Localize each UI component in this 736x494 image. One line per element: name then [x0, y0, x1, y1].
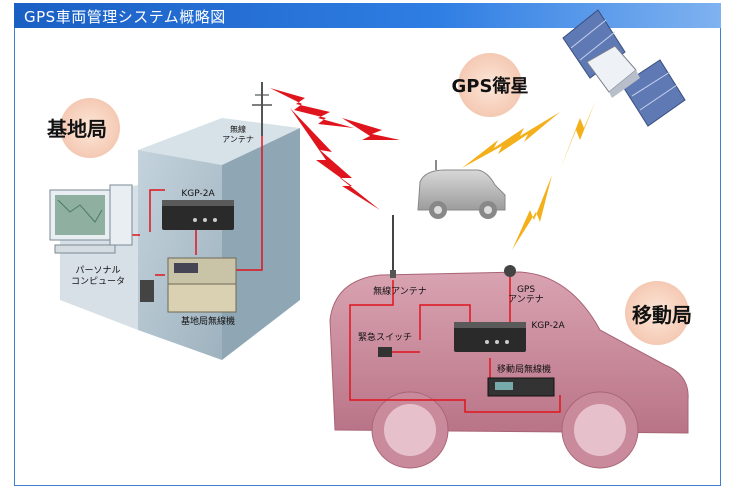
mobile-wireless-antenna-label: 無線アンテナ — [373, 285, 427, 297]
mobile-radio-device — [487, 377, 555, 397]
kgp-mobile-label: KGP-2A — [531, 321, 565, 331]
emergency-switch-label: 緊急スイッチ — [358, 331, 412, 343]
mobile-station-badge — [625, 281, 689, 345]
personal-computer — [49, 184, 133, 254]
kgp-base-device — [162, 200, 234, 230]
base-station-label: 基地局 — [47, 117, 107, 141]
gps-satellite-badge — [458, 53, 522, 117]
base-radio-device — [140, 257, 237, 313]
personal-computer-label: パーソナルコンピュータ — [71, 265, 125, 287]
gps-satellite-label: GPS衛星 — [452, 75, 529, 97]
kgp-mobile-device — [454, 322, 526, 352]
mobile-gps-antenna — [504, 265, 516, 277]
base-radio-label: 基地局無線機 — [181, 315, 235, 327]
mobile-station-label: 移動局 — [632, 303, 692, 327]
kgp-base-label: KGP-2A — [181, 189, 215, 199]
base-antenna-mast — [252, 82, 272, 136]
radio-waves — [270, 88, 400, 210]
gps-satellite-icon — [562, 9, 686, 127]
mobile-radio-label: 移動局無線機 — [497, 363, 551, 375]
gps-signals — [462, 100, 596, 250]
grey-car — [417, 160, 506, 219]
mobile-wireless-antenna — [390, 215, 396, 278]
base-wireless-antenna-label: 無線アンテナ — [222, 124, 254, 144]
title-bar: GPS車両管理システム概略図 — [14, 3, 721, 28]
base-station-badge — [60, 98, 120, 158]
diagram-title: GPS車両管理システム概略図 — [24, 8, 226, 26]
emergency-switch — [378, 347, 392, 357]
